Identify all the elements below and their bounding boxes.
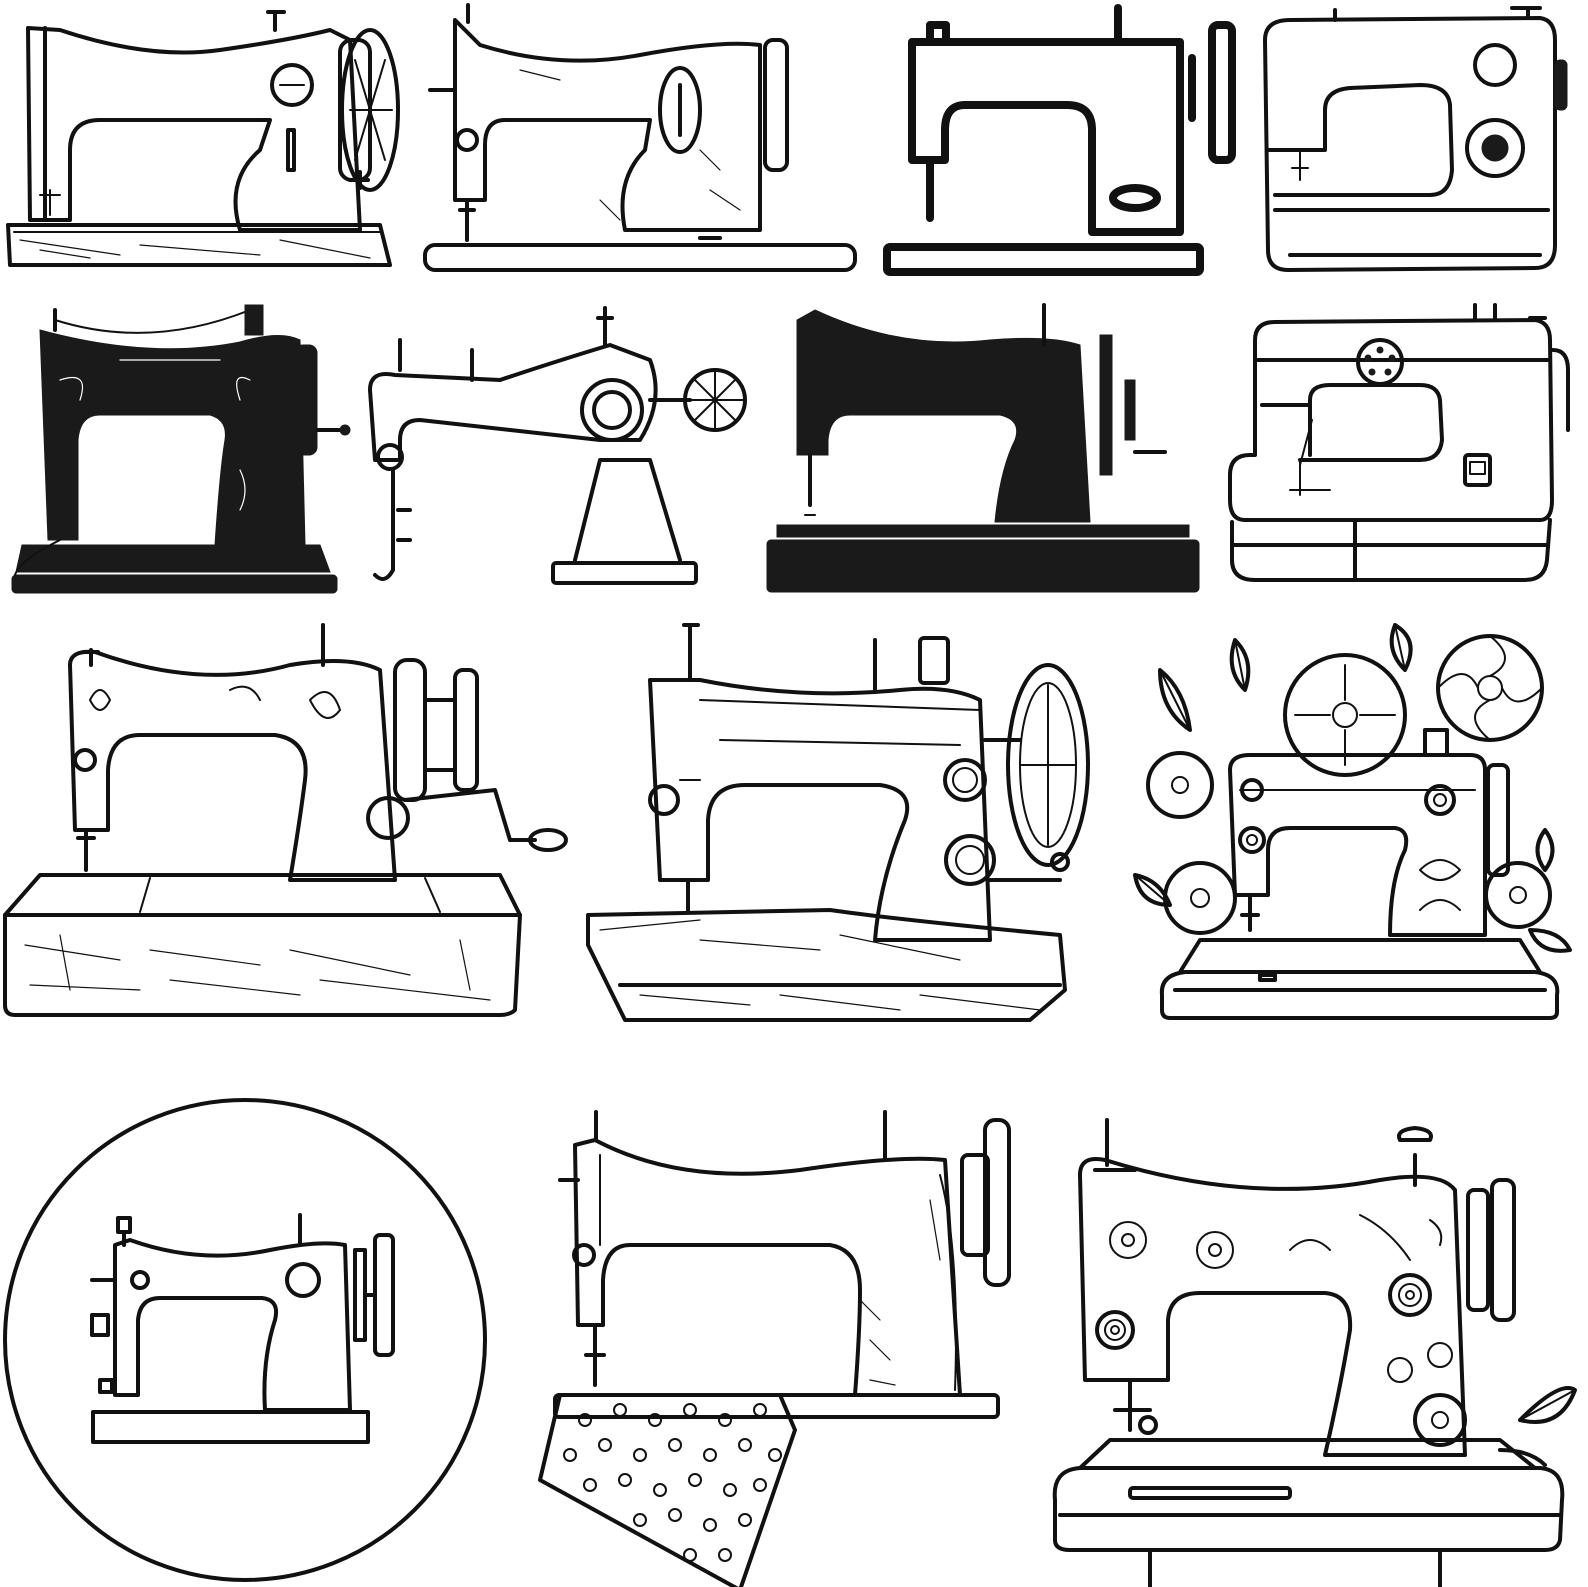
sewing-machine-illustration-9: [3, 623, 568, 1017]
sewing-machine-illustration-11: [1133, 623, 1572, 1020]
flower-icon: [1436, 634, 1544, 742]
flower-icon: [1283, 653, 1407, 777]
sewing-machine-illustration-3: [883, 4, 1236, 276]
leaf-icon: [1498, 1386, 1577, 1467]
sewing-machine-illustration-4: [1263, 6, 1568, 272]
flower-icon: [1109, 1221, 1147, 1259]
flower-icon: [1413, 1393, 1467, 1447]
sewing-machine-illustration-13: [538, 1110, 1011, 1587]
flower-icon: [1146, 751, 1214, 819]
sewing-machine-illustration-1: [6, 10, 400, 267]
sewing-machine-illustration-5: [11, 304, 351, 594]
sewing-machine-illustration-8: [1228, 303, 1570, 582]
sewing-machine-illustration-12: [3, 1098, 487, 1582]
sewing-machine-illustration-6: [368, 306, 747, 585]
sewing-machine-illustration-2: [423, 3, 857, 272]
polka-dot-fabric-icon: [538, 1393, 797, 1587]
leaf-icon: [1133, 623, 1572, 953]
flower-icon: [1387, 1342, 1453, 1383]
flower-icon: [1484, 861, 1552, 929]
flower-icon: [1163, 861, 1237, 935]
flower-icon: [1196, 1231, 1234, 1269]
sewing-machine-illustration-10: [586, 623, 1090, 1022]
sewing-machine-illustration-14: [1052, 1118, 1577, 1587]
sewing-machine-illustration-7: [766, 303, 1200, 593]
